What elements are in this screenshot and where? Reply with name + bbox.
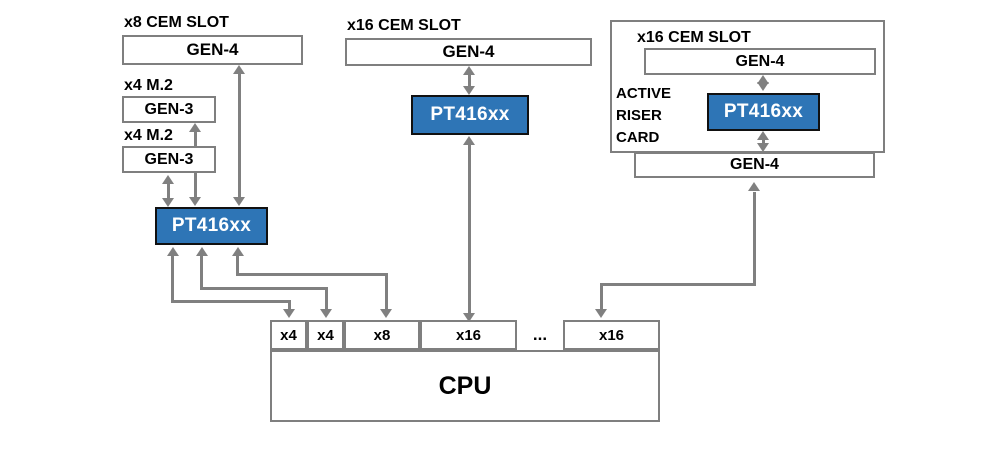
arrowhead-down-middle-switch-top (463, 86, 475, 95)
connector-x8-slot-to-switch (238, 72, 241, 199)
connector-left-switch-x8-vertical (236, 256, 239, 276)
arrowhead-down-cpu-x16-right (595, 309, 607, 318)
connector-right-switch-to-uplink (762, 138, 765, 144)
middle-switch-pt416xx: PT416xx (411, 95, 529, 135)
cpu-port-2: x8 (344, 320, 420, 350)
active-riser-card-label-line-3: CARD (616, 128, 660, 146)
x16-cem-slot-label-right: x16 CEM SLOT (637, 29, 751, 46)
connector-left-switch-x4b-vertical (200, 256, 203, 290)
x4-m2-label-top: x4 M.2 (124, 77, 173, 94)
connector-middle-slot-to-switch (468, 73, 471, 88)
connector-m2-top-to-switch (194, 173, 197, 199)
arrowhead-up-left-switch-x8 (232, 247, 244, 256)
connector-riser-uplink-horizontal (600, 283, 756, 286)
x4-m2-label-bottom: x4 M.2 (124, 127, 173, 144)
x4-m2-gen3-box-top: GEN-3 (122, 96, 216, 123)
right-switch-pt416xx: PT416xx (707, 93, 820, 131)
connector-left-switch-x4b-drop (325, 287, 328, 311)
connector-riser-uplink-drop (600, 283, 603, 311)
cpu-body: CPU (270, 350, 660, 422)
x16-cem-slot-gen4-box-middle: GEN-4 (345, 38, 592, 66)
arrowhead-down-cpu-x4b (320, 309, 332, 318)
x8-cem-slot-gen4-box: GEN-4 (122, 35, 303, 65)
arrowhead-up-right-switch-bottom (757, 131, 769, 140)
connector-left-switch-x8-horizontal (236, 273, 388, 276)
connector-m2-bottom-switch-bidir (167, 182, 170, 202)
connector-middle-switch-to-cpu (468, 143, 471, 315)
riser-uplink-gen4-box: GEN-4 (634, 152, 875, 178)
arrowhead-down-right-switch-top (757, 82, 769, 91)
arrowhead-up-m2-top (189, 123, 201, 132)
arrowhead-up-riser-uplink (748, 182, 760, 191)
x4-m2-gen3-box-bottom: GEN-3 (122, 146, 216, 173)
connector-m2-bottom-to-m2-top (194, 130, 197, 148)
cpu-port-ellipsis: ... (532, 325, 548, 344)
active-riser-card-label-line-1: ACTIVE (616, 85, 672, 102)
arrowhead-up-x8-slot (233, 65, 245, 74)
cpu-label: CPU (438, 371, 492, 400)
connector-left-switch-x4a-vertical (171, 256, 174, 303)
arrowhead-down-cpu-x8 (380, 309, 392, 318)
connector-riser-uplink-vertical (753, 192, 756, 285)
arrowhead-down-left-switch-c (233, 197, 245, 206)
active-riser-card-label: ACTIVE RISER CARD (616, 83, 671, 148)
cpu-port-1: x4 (307, 320, 344, 350)
connector-left-switch-x4a-horizontal (171, 300, 291, 303)
active-riser-card-label-line-2: RISER (616, 106, 662, 124)
x16-cem-slot-label-middle: x16 CEM SLOT (347, 17, 461, 34)
arrowhead-down-cpu-x4a (283, 309, 295, 318)
arrowhead-down-uplink-gen4 (757, 143, 769, 152)
arrowhead-up-middle-slot (463, 66, 475, 75)
connector-left-switch-x4b-horizontal (200, 287, 328, 290)
arrowhead-down-cpu-x16-middle (463, 313, 475, 322)
arrowhead-up-m2-bottom (162, 175, 174, 184)
cpu-port-5: x16 (563, 320, 660, 350)
arrowhead-up-middle-switch-bottom (463, 136, 475, 145)
connector-left-switch-x4a-drop (288, 300, 291, 311)
arrowhead-down-left-switch-a (162, 198, 174, 207)
left-switch-pt416xx: PT416xx (155, 207, 268, 245)
arrowhead-up-right-slot (757, 75, 769, 84)
cpu-port-3: x16 (420, 320, 517, 350)
x16-cem-slot-gen4-box-right: GEN-4 (644, 48, 876, 75)
connector-left-switch-x8-drop (385, 273, 388, 311)
arrowhead-down-left-switch-b (189, 197, 201, 206)
active-riser-card-outline (610, 20, 885, 153)
cpu-port-0: x4 (270, 320, 307, 350)
arrowhead-up-left-switch-x4b (196, 247, 208, 256)
arrowhead-up-left-switch-x4a (167, 247, 179, 256)
x8-cem-slot-label: x8 CEM SLOT (124, 14, 229, 31)
